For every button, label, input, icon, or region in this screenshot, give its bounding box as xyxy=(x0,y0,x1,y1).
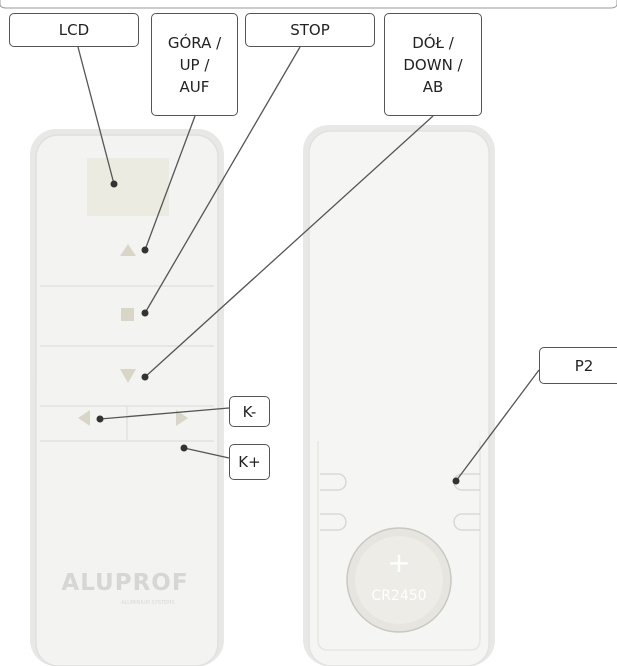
dot-down xyxy=(141,373,149,381)
leader-lcd xyxy=(77,46,115,185)
leader-k-minus xyxy=(99,407,230,420)
dot-p2 xyxy=(452,477,460,485)
triangle-up-icon xyxy=(120,244,136,256)
callout-stop: STOP xyxy=(245,13,375,47)
battery-plus: + xyxy=(387,546,410,579)
remote-back: + CR2450 xyxy=(303,125,495,666)
leader-down xyxy=(144,115,434,378)
leader-stop xyxy=(144,46,301,314)
brand-subtitle: ALUMINIUM SYSTEMS xyxy=(121,600,174,606)
triangle-left-icon xyxy=(78,410,90,426)
brand-logo: ALUPROF xyxy=(61,570,188,596)
dot-lcd xyxy=(110,180,118,188)
callout-k-plus: K+ xyxy=(229,444,270,480)
contact-pad xyxy=(320,513,347,531)
callout-down: DÓŁ / DOWN / AB xyxy=(384,13,482,116)
callout-p2: P2 xyxy=(539,347,617,384)
contact-pad xyxy=(453,513,480,531)
dot-up xyxy=(141,246,149,254)
triangle-right-icon xyxy=(176,410,188,426)
leader-k-plus xyxy=(183,447,230,459)
leader-p2 xyxy=(455,369,540,482)
remote-front: ALUPROF ALUMINIUM SYSTEMS xyxy=(30,129,224,666)
frame-line xyxy=(0,0,617,9)
callout-lcd: LCD xyxy=(9,13,139,47)
remote-back-body xyxy=(308,130,490,666)
callout-k-minus: K- xyxy=(229,396,270,427)
contact-pad xyxy=(320,473,347,491)
leader-dots xyxy=(96,180,460,485)
dot-stop xyxy=(141,309,149,317)
callout-up: GÓRA / UP / AUF xyxy=(151,13,238,116)
battery-cover xyxy=(317,441,481,651)
leader-lines xyxy=(77,46,540,482)
square-stop-icon xyxy=(121,308,134,321)
dot-k-plus xyxy=(180,444,188,452)
triangle-down-icon xyxy=(120,369,136,383)
dot-k-minus xyxy=(96,415,104,423)
leader-up xyxy=(144,115,196,251)
lcd-screen xyxy=(87,158,169,216)
battery-face xyxy=(355,536,443,624)
battery-label: CR2450 xyxy=(371,588,426,604)
remote-front-body xyxy=(35,134,219,666)
